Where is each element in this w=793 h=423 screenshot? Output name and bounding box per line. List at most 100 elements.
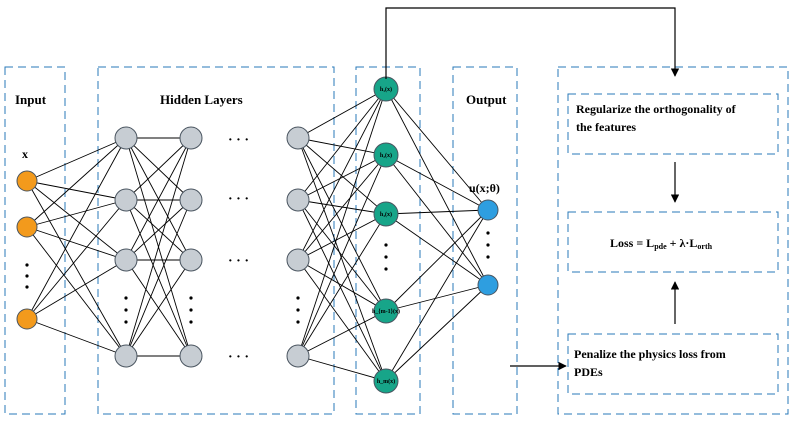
edge-input-hidden — [26, 259, 127, 320]
feature-frame — [355, 66, 421, 415]
edge-hidden-feature — [297, 310, 387, 357]
penalize-text-1: Penalize the physics loss from — [574, 347, 726, 361]
edge-hidden-feature — [297, 88, 387, 357]
edge-hidden-feature — [297, 213, 387, 261]
hidden-node — [179, 248, 203, 272]
output-vdot — [486, 255, 490, 259]
hidden-vdot — [124, 308, 128, 312]
output-title: Output — [466, 92, 507, 107]
hidden-node — [179, 188, 203, 212]
feature-node — [373, 368, 399, 394]
hidden-vdot — [296, 308, 300, 312]
loss-formula: Loss = Lpde + λ·Lorth — [610, 236, 713, 251]
hidden-node — [114, 126, 138, 150]
input-vdot — [25, 263, 29, 267]
hidden-frame — [97, 66, 335, 415]
hidden-node — [286, 126, 310, 150]
edge-input-hidden — [26, 199, 127, 228]
edge-feature-output — [385, 213, 489, 286]
feature-node — [373, 142, 399, 168]
edge-input-hidden — [26, 137, 127, 182]
hidden-node — [286, 188, 310, 212]
edge-feature-output — [385, 209, 489, 312]
feature-node — [373, 298, 399, 324]
hidden-ellipsis-3: · · · — [228, 254, 249, 269]
feature-label: h₂(x) — [380, 152, 392, 159]
hidden-node — [179, 126, 203, 150]
feature-to-regularize-arrow — [385, 7, 680, 79]
hidden-ellipsis-1: · · · — [228, 133, 249, 148]
edge-hidden-feature — [297, 355, 387, 382]
regularize-text-2: the features — [576, 120, 636, 134]
hidden-vdot — [189, 320, 193, 324]
loss-frame — [557, 66, 789, 415]
edge-hidden-feature — [297, 88, 387, 261]
output-vdot — [486, 243, 490, 247]
input-frame — [4, 66, 66, 415]
edge-hidden-feature — [297, 137, 387, 382]
edge-input-hidden — [26, 199, 127, 320]
input-label-x: x — [22, 147, 28, 161]
feature-label: h_m(x) — [377, 378, 395, 385]
hidden-node — [286, 248, 310, 272]
edge-feature-output — [385, 88, 489, 211]
edge-input-hidden — [26, 180, 127, 261]
edge-hidden-hidden — [125, 199, 192, 357]
edge-hidden-hidden — [125, 137, 192, 201]
regularize-text-1: Regularize the orthogonality of — [576, 102, 737, 116]
edge-feature-output — [385, 154, 489, 286]
output-node — [477, 199, 499, 221]
vertical-ellipses — [25, 231, 490, 324]
edge-feature-output — [385, 154, 489, 211]
edge-hidden-feature — [297, 259, 387, 382]
regularize-box — [567, 93, 779, 155]
input-title: Input — [15, 92, 47, 107]
hidden-vdot — [189, 296, 193, 300]
hidden-node — [286, 344, 310, 368]
edge-hidden-feature — [297, 199, 387, 382]
edge-hidden-feature — [297, 154, 387, 357]
feature-vdot — [384, 267, 388, 271]
output-label-u: u(x;θ) — [469, 181, 500, 195]
edge-input-hidden — [26, 180, 127, 201]
edge-input-hidden — [26, 226, 127, 357]
edge-input-hidden — [26, 226, 127, 261]
input-vdot — [25, 285, 29, 289]
edge-feature-output — [385, 284, 489, 312]
output-frame — [452, 66, 518, 415]
hidden-title: Hidden Layers — [160, 92, 243, 107]
feature-vdot — [384, 243, 388, 247]
edge-hidden-hidden — [125, 137, 192, 261]
edge-feature-output — [385, 88, 489, 286]
edge-hidden-hidden — [125, 259, 192, 357]
hidden-ellipsis-4: · · · — [228, 350, 249, 365]
hidden-node — [179, 344, 203, 368]
input-node — [16, 170, 38, 192]
hidden-vdot — [189, 308, 193, 312]
hidden-node — [114, 188, 138, 212]
feature-node — [373, 201, 399, 227]
neurons: h₁(x)h₂(x)h₃(x)h_{m-1}(x)h_m(x) — [16, 76, 499, 394]
edge-hidden-feature — [297, 213, 387, 357]
feature-label: h₃(x) — [380, 211, 392, 218]
edge-hidden-hidden — [125, 137, 192, 357]
edge-hidden-feature — [297, 88, 387, 139]
hidden-ellipsis-2: · · · — [228, 192, 249, 207]
hidden-node — [114, 248, 138, 272]
hidden-vdot — [296, 296, 300, 300]
edge-hidden-feature — [297, 154, 387, 261]
input-vdot — [25, 274, 29, 278]
edge-feature-output — [385, 209, 489, 215]
penalize-box — [567, 333, 779, 395]
edge-hidden-feature — [297, 137, 387, 312]
loss-box — [567, 211, 779, 273]
connections — [26, 88, 489, 382]
edge-feature-output — [385, 209, 489, 382]
hidden-vdot — [124, 296, 128, 300]
edge-hidden-feature — [297, 137, 387, 156]
penalize-text-2: PDEs — [574, 365, 603, 379]
hidden-vdot — [296, 320, 300, 324]
edge-feature-output — [385, 284, 489, 382]
